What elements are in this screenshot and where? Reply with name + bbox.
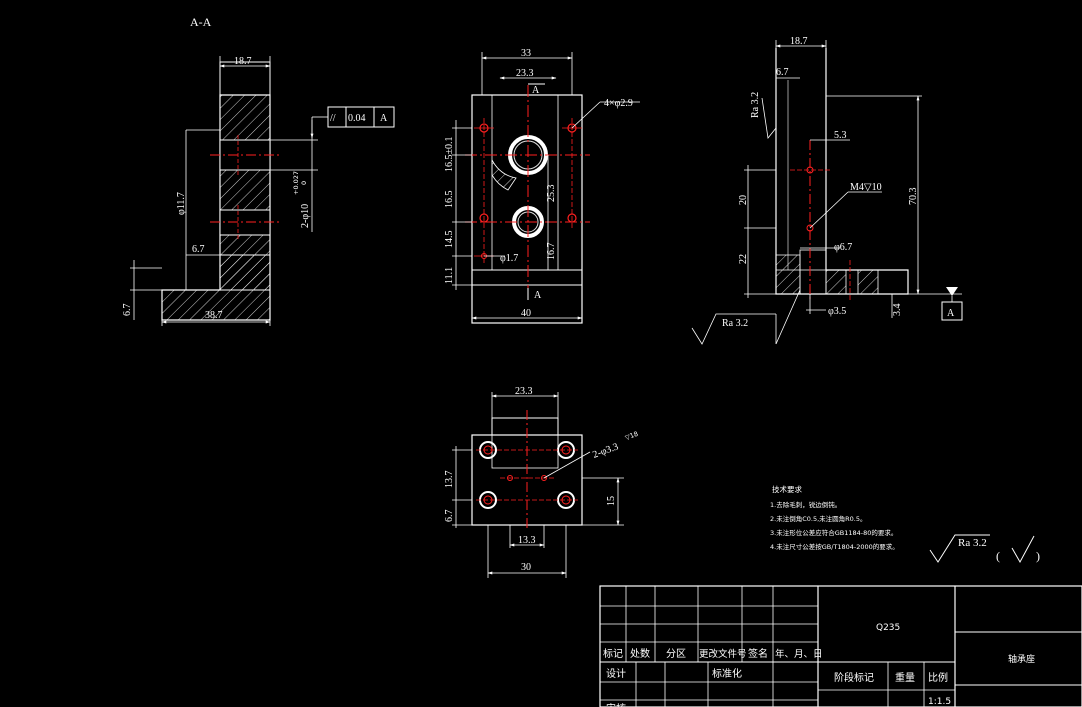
roughness-top: Ra 3.2 [750, 92, 761, 118]
dim-bottom-right-h: 15 [606, 496, 617, 506]
dim-side-offset: 6.7 [776, 67, 789, 78]
dim-holes: 4×φ2.9 [604, 98, 633, 109]
tb-header-4: 更改文件号 [699, 648, 747, 660]
tb-part-name: 轴承座 [1008, 653, 1035, 665]
dim-top-width: 18.7 [234, 56, 252, 67]
dim-hole-tol-low: 0 [300, 181, 308, 185]
title-block: Q235 轴承座 标记 处数 分区 更改文件号 签名 年、月、日 设计 标准化 … [599, 585, 1082, 707]
dim-side-22: 22 [738, 254, 749, 264]
dim-bottom-width: 40 [521, 308, 531, 319]
front-view: 33 23.3 A A 4×φ2.9 16.5±0.1 16.5 14.5 11… [444, 48, 640, 324]
dim-d5: 25.3 [546, 185, 557, 203]
tb-header-1: 标记 [603, 648, 623, 660]
dim-hole-spec: 2-φ10 [300, 204, 311, 228]
tb-material: Q235 [876, 623, 900, 633]
dim-bottom-left-h2: 6.7 [444, 510, 455, 523]
dim-bottom-holes: 2-φ3.3 [591, 441, 620, 460]
dim-d2: 16.5 [444, 191, 455, 209]
tolerance-value: 0.04 [348, 113, 366, 124]
roughness-note: Ra 3.2 ( ) [929, 534, 1040, 564]
dim-bottom-holes-note: ▽18 [624, 430, 639, 442]
dim-d3: 14.5 [444, 231, 455, 249]
dim-d1: 16.5±0.1 [444, 137, 455, 173]
dim-bore-dia: φ11.7 [176, 192, 187, 215]
tolerance-symbol: // [330, 113, 336, 124]
tb-header-2: 处数 [630, 647, 650, 660]
roughness-note-value: Ra 3.2 [958, 537, 987, 549]
tb-header-3: 分区 [666, 648, 686, 660]
tb-header-5: 签名 [748, 647, 768, 660]
bottom-view: 23.3 2-φ3.3 ▽18 13.7 6.7 15 13.3 30 [444, 386, 639, 578]
tb-scale-value: 1:1.5 [928, 697, 951, 707]
dim-hole-tol: +0.027 [292, 171, 300, 195]
dim-bottom-overall: 30 [521, 562, 531, 573]
roughness-note-paren-close: ) [1036, 549, 1040, 563]
tech-req-item-3: 3.未注形位公差应符合GB1184-80的要求。 [770, 528, 897, 537]
dim-d4: 11.1 [444, 267, 455, 284]
technical-requirements: 技术要求 1.去除毛刺，锐边倒钝。 2.未注倒角C0.5,未注圆角R0.5。 3… [770, 484, 899, 551]
section-mark-top: A [532, 85, 540, 96]
tech-req-item-2: 2.未注倒角C0.5,未注圆角R0.5。 [770, 514, 867, 523]
dim-side-34: 3.4 [892, 304, 903, 317]
tb-review: 审核 [606, 702, 626, 707]
section-label: A-A [190, 15, 212, 29]
dim-bottom-inner: 13.3 [518, 535, 536, 546]
tech-req-item-4: 4.未注尺寸公差按GB/T1804-2000的要求。 [770, 542, 899, 551]
dim-side-dia67: φ6.7 [834, 242, 852, 253]
tb-stage: 阶段标记 [834, 671, 874, 684]
dim-side-dia35: φ3.5 [828, 306, 846, 317]
dim-base-width: 38.7 [205, 310, 223, 321]
dim-d6: 16.7 [546, 243, 557, 261]
dim-side-53: 5.3 [834, 130, 847, 141]
dim-side-top: 18.7 [790, 36, 808, 47]
dim-thread: M4▽10 [850, 182, 882, 193]
dim-base-height: 6.7 [122, 304, 133, 317]
dim-side-20: 20 [738, 195, 749, 205]
datum-a: A [947, 308, 955, 319]
dim-step: 6.7 [192, 244, 205, 255]
tb-standard: 标准化 [712, 667, 742, 680]
dim-bottom-left-h: 13.7 [444, 471, 455, 489]
tb-header-6: 年、月、日 [775, 648, 823, 660]
side-view: 18.7 6.7 Ra 3.2 5.3 M4▽10 20 22 70.3 φ6.… [691, 36, 963, 345]
dim-small-hole: φ1.7 [500, 253, 518, 264]
dim-overall-width: 33 [521, 48, 531, 59]
section-mark-bottom: A [534, 290, 542, 301]
tech-req-item-1: 1.去除毛刺，锐边倒钝。 [770, 500, 841, 509]
dim-side-height: 70.3 [908, 188, 919, 206]
tb-weight: 重量 [895, 671, 915, 684]
roughness-bottom: Ra 3.2 [722, 318, 748, 329]
tb-design: 设计 [606, 667, 626, 680]
roughness-note-paren-open: ( [996, 549, 1000, 563]
tolerance-datum: A [380, 113, 388, 124]
tb-scale: 比例 [928, 671, 948, 684]
tech-req-title: 技术要求 [772, 484, 802, 494]
dim-bottom-top: 23.3 [515, 386, 533, 397]
dim-inner-width: 23.3 [516, 68, 534, 79]
section-view-a-a: A-A 18.7 φ11.7 2-φ10 +0.027 0 / [122, 15, 395, 326]
